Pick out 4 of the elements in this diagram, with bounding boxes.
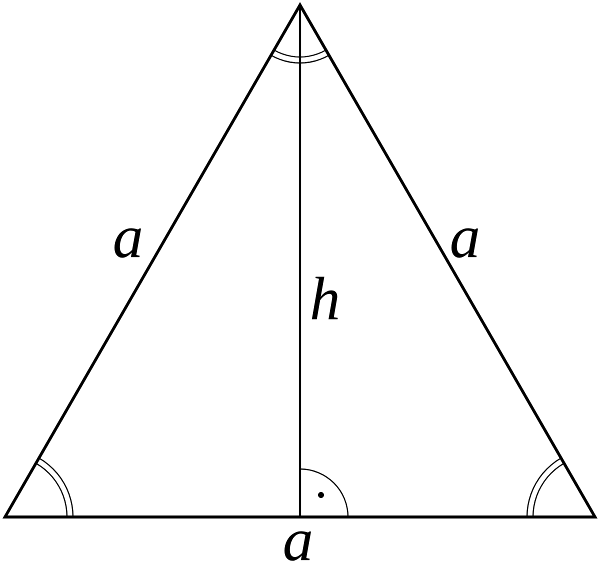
side-label: h xyxy=(312,276,338,320)
side-label: a xyxy=(284,531,312,561)
side-label: a xyxy=(452,228,478,258)
side-label: a xyxy=(114,228,142,258)
